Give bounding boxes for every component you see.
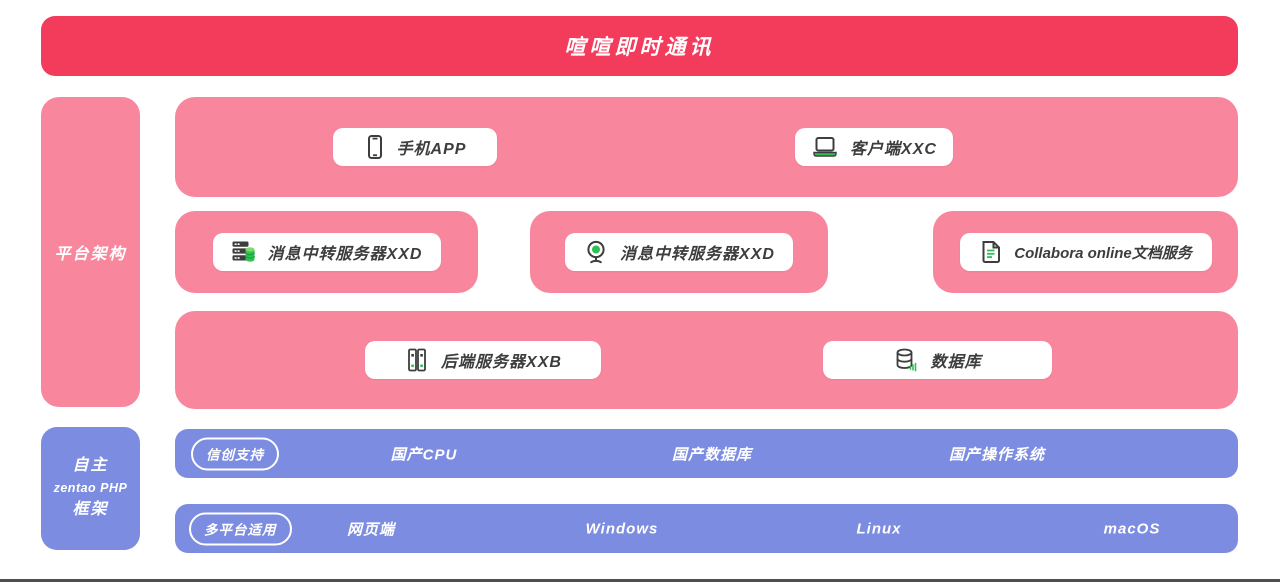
phone-app-label: 手机APP — [396, 141, 467, 158]
framework-line-2: zentao PHP — [53, 480, 128, 495]
item-linux: Linux — [856, 520, 902, 537]
xinchuang-pill: 信创支持 — [191, 437, 279, 470]
xxd-server-label-2: 消息中转服务器XXD — [620, 246, 775, 263]
database-pill: 数据库 — [823, 341, 1052, 379]
app-title: 喧喧即时通讯 — [564, 36, 715, 59]
client-row: 手机APP 客户端XXC — [175, 97, 1238, 197]
xxd-server-label-1: 消息中转服务器XXD — [267, 246, 423, 263]
platform-row: 多平台适用 网页端 Windows Linux macOS — [175, 504, 1238, 553]
xxd-server-pill-1: 消息中转服务器XXD — [212, 233, 441, 271]
item-domestic-database: 国产数据库 — [671, 446, 753, 463]
backend-row: 后端服务器XXB 数据库 — [175, 311, 1238, 409]
webcam-icon — [587, 240, 605, 264]
collabora-label: Collabora online文档服务 — [1014, 244, 1192, 262]
client-xxc-pill: 客户端XXC — [795, 128, 953, 166]
item-windows: Windows — [585, 520, 659, 537]
framework-label: 自主 zentao PHP 框架 — [41, 427, 140, 550]
document-icon — [982, 241, 1001, 263]
client-xxc-label: 客户端XXC — [850, 141, 937, 158]
item-macos: macOS — [1103, 520, 1161, 537]
database-label: 数据库 — [930, 354, 982, 371]
collabora-box: Collabora online文档服务 — [933, 211, 1238, 293]
multi-platform-pill: 多平台适用 — [189, 512, 292, 545]
item-web-client: 网页端 — [346, 521, 396, 538]
laptop-icon — [813, 137, 837, 157]
xxd-server-box-2: 消息中转服务器XXD — [530, 211, 828, 293]
framework-line-1: 自主 — [72, 457, 109, 475]
database-icon — [897, 348, 917, 372]
backend-server-pill: 后端服务器XXB — [365, 341, 601, 379]
framework-line-3: 框架 — [72, 501, 109, 519]
server-stack-database-icon — [232, 241, 255, 262]
xxd-server-box-1: 消息中转服务器XXD — [175, 211, 478, 293]
phone-app-pill: 手机APP — [333, 128, 497, 166]
smartphone-icon — [367, 135, 382, 159]
item-domestic-os: 国产操作系统 — [948, 446, 1046, 463]
xinchuang-row: 信创支持 国产CPU 国产数据库 国产操作系统 — [175, 429, 1238, 478]
tower-server-icon — [408, 348, 426, 372]
collabora-pill: Collabora online文档服务 — [959, 233, 1212, 271]
platform-architecture-label: 平台架构 — [41, 97, 140, 407]
backend-server-label: 后端服务器XXB — [441, 354, 562, 371]
item-domestic-cpu: 国产CPU — [390, 446, 458, 463]
window-bottom-edge — [0, 579, 1280, 582]
xxd-server-pill-2: 消息中转服务器XXD — [565, 233, 793, 271]
app-title-banner: 喧喧即时通讯 — [41, 16, 1238, 76]
